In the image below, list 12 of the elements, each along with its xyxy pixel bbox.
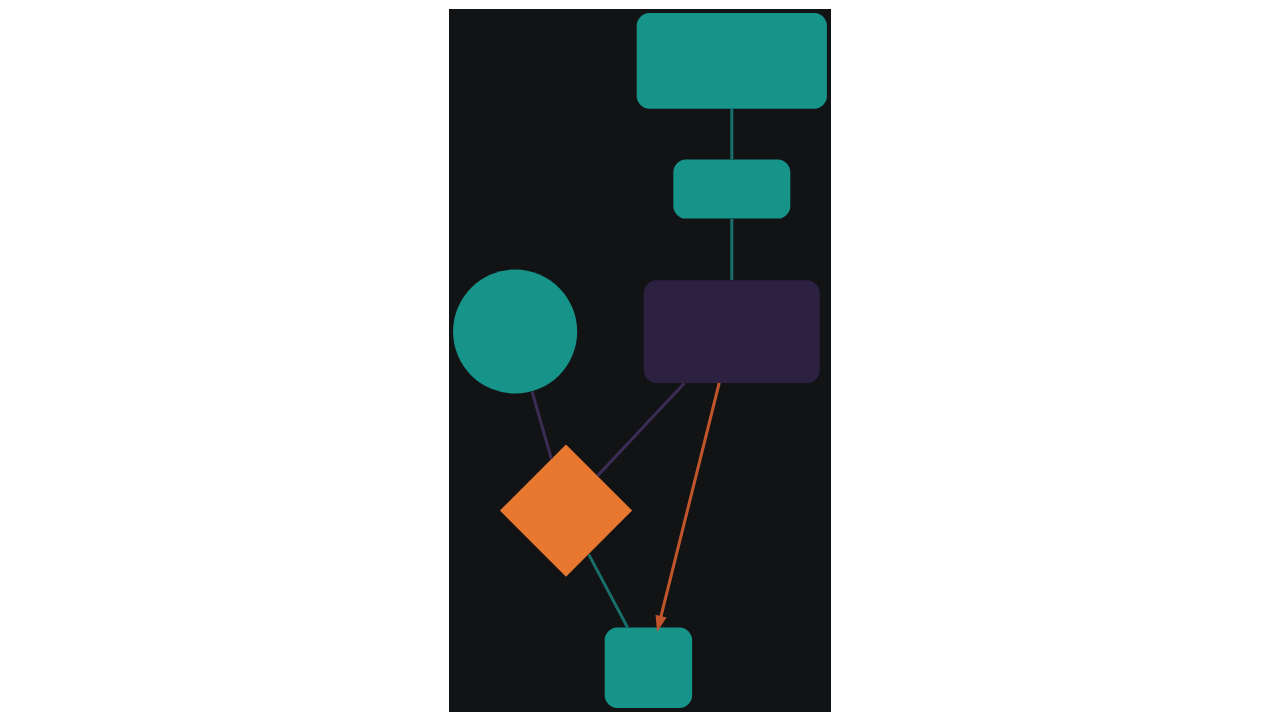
- node-box: [643, 279, 820, 383]
- node-box: [673, 159, 791, 219]
- arrow: [655, 382, 721, 632]
- node-box: [636, 12, 827, 109]
- node-box: [604, 627, 693, 708]
- connector: [596, 381, 686, 477]
- connector: [530, 390, 553, 459]
- connector: [587, 553, 629, 628]
- node-diamond: [499, 443, 633, 577]
- node-circle: [453, 268, 578, 394]
- connector: [730, 218, 734, 280]
- connector: [730, 108, 734, 159]
